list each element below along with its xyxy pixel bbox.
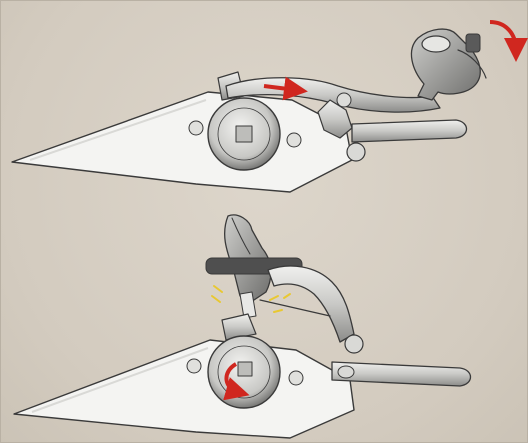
bottom-hammer [225,215,271,300]
bottom-screw-right [289,371,303,385]
top-screw-left [189,121,203,135]
top-mainspring [352,120,467,142]
bottom-cock-arm [268,266,354,342]
top-tumbler-square [236,126,252,142]
top-screw-right [287,133,301,147]
bottom-lock-plate [14,340,354,438]
top-hammer-screw [466,34,480,52]
bottom-mainspring-screw [345,335,363,353]
bottom-tumbler-square [238,362,252,376]
bottom-panel-firing [14,215,471,438]
bottom-screw-left [187,359,201,373]
top-mainspring-screw [347,143,365,161]
top-panel-uncocked [12,22,516,192]
top-hammer-jaw [422,36,450,52]
top-hammer-red-curved-arrow [490,22,516,50]
